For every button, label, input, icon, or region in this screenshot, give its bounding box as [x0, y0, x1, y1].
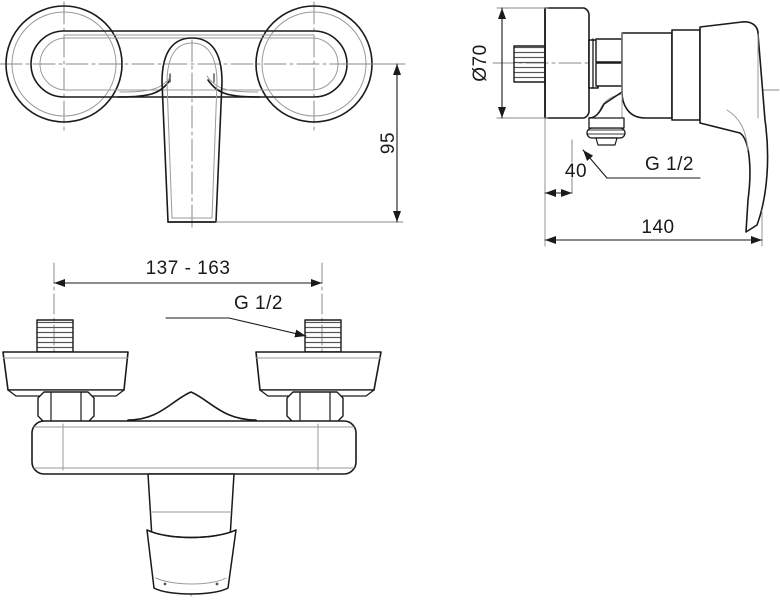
outlet-upper-cone: [147, 473, 235, 539]
outlet-dot-left: [163, 582, 167, 586]
right-hex-nut: [286, 391, 344, 423]
front-lever-handle: [161, 37, 223, 223]
outlet-cap-top-arc: [146, 529, 237, 539]
dim-d70-label: Ø70: [470, 44, 491, 81]
side-escutcheon-plate: [544, 7, 590, 119]
outlet-cap-inner-arc: [155, 577, 227, 585]
dim-95-label: 95: [378, 132, 399, 154]
dimension-95: 95: [215, 63, 404, 223]
side-outlet-thread: [586, 127, 626, 139]
side-cartridge-housing: [671, 29, 701, 121]
left-escutcheon-outer: [5, 5, 123, 123]
front-view: 95: [0, 1, 406, 229]
side-view: Ø70 G 1/2 40 140: [470, 7, 780, 247]
side-lever-arm: [739, 21, 769, 233]
inlet-thread-right: [304, 319, 342, 353]
front-body-inner-outline: [39, 37, 339, 91]
bottom-body-hump: [127, 391, 257, 421]
inlet-thread-left: [36, 319, 74, 353]
outlet-dot-right: [215, 582, 219, 586]
bottom-view: 137 - 163 G 1/2: [2, 258, 382, 599]
bottom-right-inlet: [255, 319, 382, 423]
left-escutcheon-inner: [11, 11, 117, 117]
right-hex-nut-body: [286, 391, 344, 423]
dimension-137-163: 137 - 163: [53, 258, 323, 287]
callout-side-leader: [582, 149, 608, 179]
right-shoulder: [207, 79, 261, 98]
side-outlet-collar: [588, 117, 625, 129]
callout-bottom-thread: G 1/2: [165, 293, 307, 338]
side-body-lower-blend: [588, 91, 623, 119]
side-hex-nut-lower: [595, 62, 623, 87]
left-hex-nut-body: [37, 391, 95, 423]
side-outlet-assembly: [586, 117, 626, 146]
front-view-centerlines: [0, 1, 406, 229]
left-hex-nut: [37, 391, 95, 423]
left-shoulder-inner: [119, 75, 172, 93]
callout-bottom-leader: [228, 317, 307, 338]
side-body-fillet: [599, 93, 623, 111]
side-lever-inner-curve: [726, 109, 749, 151]
side-hex-nut-upper: [595, 38, 623, 63]
callout-side-thread: G 1/2: [582, 149, 701, 179]
dimension-140: 140: [544, 197, 763, 247]
dim-40-label: 40: [565, 161, 587, 182]
callout-bottom-label: G 1/2: [234, 293, 283, 314]
bottom-outlet-assembly: [146, 473, 237, 595]
dimension-diameter-70: Ø70: [470, 7, 549, 119]
dim-140-label: 140: [641, 217, 674, 238]
dimension-40: 40: [544, 117, 587, 199]
side-body-front: [621, 32, 673, 119]
bottom-left-inlet: [2, 319, 129, 423]
right-shoulder-inner: [206, 75, 259, 93]
callout-side-label: G 1/2: [645, 154, 694, 175]
front-body-outline: [30, 30, 348, 98]
dim-centers-label: 137 - 163: [146, 258, 231, 279]
side-outlet-tip: [595, 137, 618, 146]
side-inlet-thread: [513, 45, 546, 83]
escutcheon-spacer: [545, 8, 588, 120]
bottom-body-bar: [31, 420, 357, 475]
front-lever-handle-inner: [166, 42, 218, 219]
